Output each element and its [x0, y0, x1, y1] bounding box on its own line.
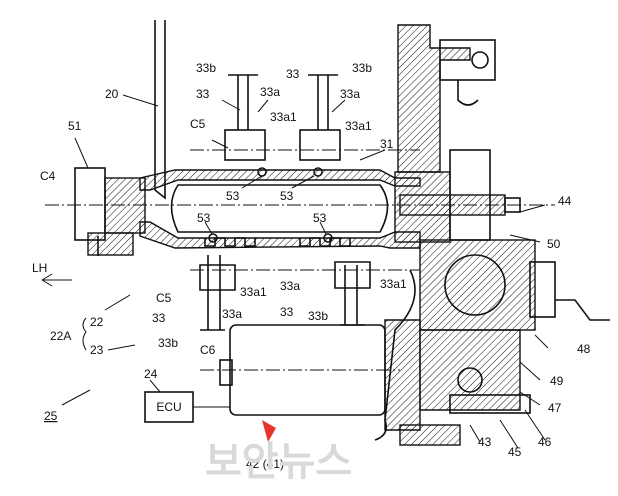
label-20: 20 [105, 87, 119, 101]
watermark: 보안뉴스 [205, 439, 352, 485]
lh-arrow [41, 273, 72, 287]
label-22A: 22A [50, 329, 71, 343]
label-53-b: 53 [280, 189, 294, 203]
ecu-box: ECU [144, 379, 230, 423]
label-33a-bottom-left: 33a [222, 307, 242, 321]
label-44: 44 [558, 194, 572, 208]
label-33a1-top-left: 33a1 [270, 110, 297, 124]
label-49: 49 [550, 374, 564, 388]
label-33-top-left: 33 [196, 87, 210, 101]
label-24: 24 [144, 367, 158, 381]
label-33a-bottom-right: 33a [280, 279, 300, 293]
label-46: 46 [538, 435, 552, 449]
actuator-51 [74, 137, 146, 256]
label-C5-top: C5 [190, 117, 206, 131]
label-45: 45 [508, 445, 522, 459]
label-42: 42 (41) [246, 457, 284, 471]
label-33a-top-right: 33a [340, 87, 360, 101]
label-53-c: 53 [197, 211, 211, 225]
label-33a-top-left: 33a [260, 85, 280, 99]
label-LH: LH [32, 261, 47, 275]
label-48: 48 [577, 342, 591, 356]
leader-lines [204, 99, 549, 449]
label-43: 43 [478, 435, 492, 449]
label-31: 31 [380, 137, 394, 151]
red-marker [262, 420, 276, 442]
label-33b-bottom-right: 33b [308, 309, 328, 323]
label-47: 47 [548, 401, 562, 415]
ecu-label: ECU [156, 400, 181, 414]
label-C4: C4 [40, 169, 56, 183]
label-C5-bottom: C5 [156, 291, 172, 305]
label-33b-top-right: 33b [352, 61, 372, 75]
label-33-top-right: 33 [286, 67, 300, 81]
ref-arrows [61, 294, 136, 406]
label-33-bottom-right: 33 [280, 305, 294, 319]
label-33b-bottom-left: 33b [158, 336, 178, 350]
bracket-20 [122, 20, 166, 200]
label-50: 50 [547, 237, 561, 251]
label-53-a: 53 [226, 189, 240, 203]
motor-42 [219, 269, 531, 446]
gearbox-assembly [394, 24, 610, 331]
label-33a1-bottom-left: 33a1 [240, 285, 267, 299]
label-33a1-bottom-right: 33a1 [380, 277, 407, 291]
label-53-d: 53 [313, 211, 327, 225]
label-33b-top-left: 33b [196, 61, 216, 75]
reference-labels: 20 51 33b 33 33a 33 33b 33a C5 33a1 33a1… [32, 61, 591, 471]
label-23: 23 [90, 343, 104, 357]
label-25: 25 [44, 409, 58, 423]
sleeve-teeth [204, 167, 351, 247]
label-51: 51 [68, 119, 82, 133]
label-C6: C6 [200, 343, 216, 357]
label-33-bottom-left: 33 [152, 311, 166, 325]
label-33a1-top-right: 33a1 [345, 119, 372, 133]
label-22: 22 [90, 315, 104, 329]
